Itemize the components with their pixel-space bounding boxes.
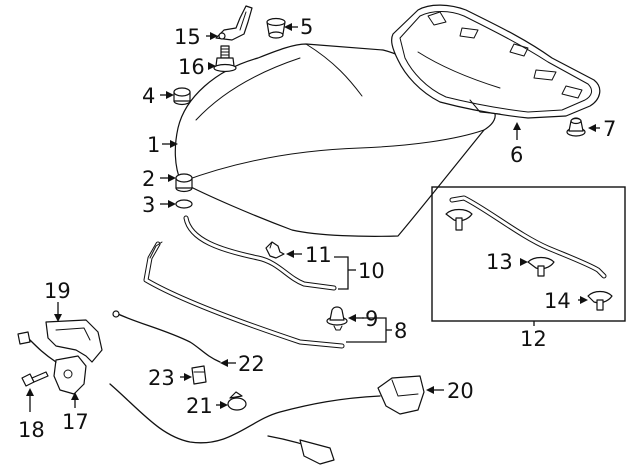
- hood-bracket: [215, 5, 253, 41]
- hood-panel: [174, 43, 496, 237]
- callout-15: 15: [174, 25, 201, 49]
- latch-cover: [45, 319, 103, 363]
- hood-seal: [183, 215, 337, 291]
- grommet: [227, 391, 247, 411]
- callout-13: 13: [486, 250, 513, 274]
- seal-clip-13b: [527, 256, 555, 277]
- release-handle-cable: [109, 375, 425, 465]
- seal-push-clip: [326, 306, 348, 331]
- latch-bolt: [21, 371, 49, 387]
- callout-20: 20: [447, 379, 474, 403]
- callout-12: 12: [520, 327, 547, 351]
- callout-7: 7: [603, 117, 616, 141]
- seal-clip-13: [445, 208, 473, 231]
- callout-2: 2: [142, 167, 155, 191]
- hood-bumper-top: [266, 17, 286, 39]
- adjuster-bumper: [175, 173, 193, 193]
- radiator-support-seal: [143, 241, 345, 349]
- callout-leaders: [26, 23, 600, 412]
- o-ring: [175, 199, 193, 209]
- release-handle: [377, 375, 425, 415]
- push-clip: [566, 117, 586, 137]
- callout-11: 11: [305, 243, 332, 267]
- callout-14: 14: [544, 289, 571, 313]
- callout-21: 21: [186, 394, 213, 418]
- callout-4: 4: [142, 84, 155, 108]
- callout-22: 22: [238, 352, 265, 376]
- seal-kit-box: [431, 186, 626, 322]
- callout-1: 1: [147, 133, 160, 157]
- hood-latch: [17, 331, 87, 395]
- callout-16: 16: [178, 55, 205, 79]
- release-cable: [112, 310, 221, 363]
- callout-18: 18: [18, 418, 45, 442]
- callout-3: 3: [142, 193, 155, 217]
- cable-clip: [191, 365, 207, 385]
- seal-clip-14: [587, 290, 613, 311]
- callout-numbers: 1 2 3 4 5 6 7 8 9 10 11 12 13 14 15 16 1…: [18, 15, 616, 442]
- seal-clip: [265, 241, 285, 259]
- callout-6: 6: [510, 143, 523, 167]
- callout-9: 9: [365, 307, 378, 331]
- hood-insulator: [391, 4, 601, 119]
- callout-5: 5: [300, 15, 313, 39]
- hood-bumper-side: [173, 87, 191, 106]
- bolt: [213, 45, 237, 73]
- callout-10: 10: [358, 259, 385, 283]
- callout-19: 19: [44, 279, 71, 303]
- callout-8: 8: [394, 319, 407, 343]
- callout-17: 17: [62, 410, 89, 434]
- callout-23: 23: [148, 366, 175, 390]
